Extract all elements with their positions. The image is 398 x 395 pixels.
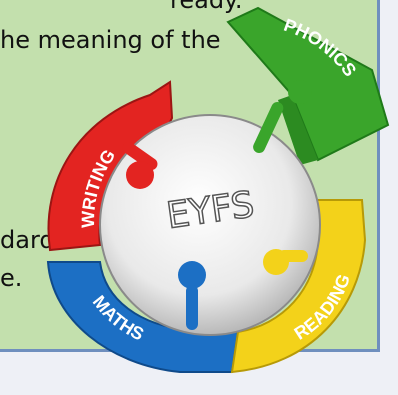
text-line-1: ready. [170,0,243,14]
text-line-2: he meaning of the [0,26,221,54]
eyfs-hub [99,114,321,336]
blue-pin [178,261,206,330]
reading-segment [230,199,367,374]
green-pin [253,80,312,154]
red-pin [122,141,158,189]
yellow-pin [263,249,308,275]
text-line-4: e. [0,264,23,292]
maths-segment [46,261,240,373]
